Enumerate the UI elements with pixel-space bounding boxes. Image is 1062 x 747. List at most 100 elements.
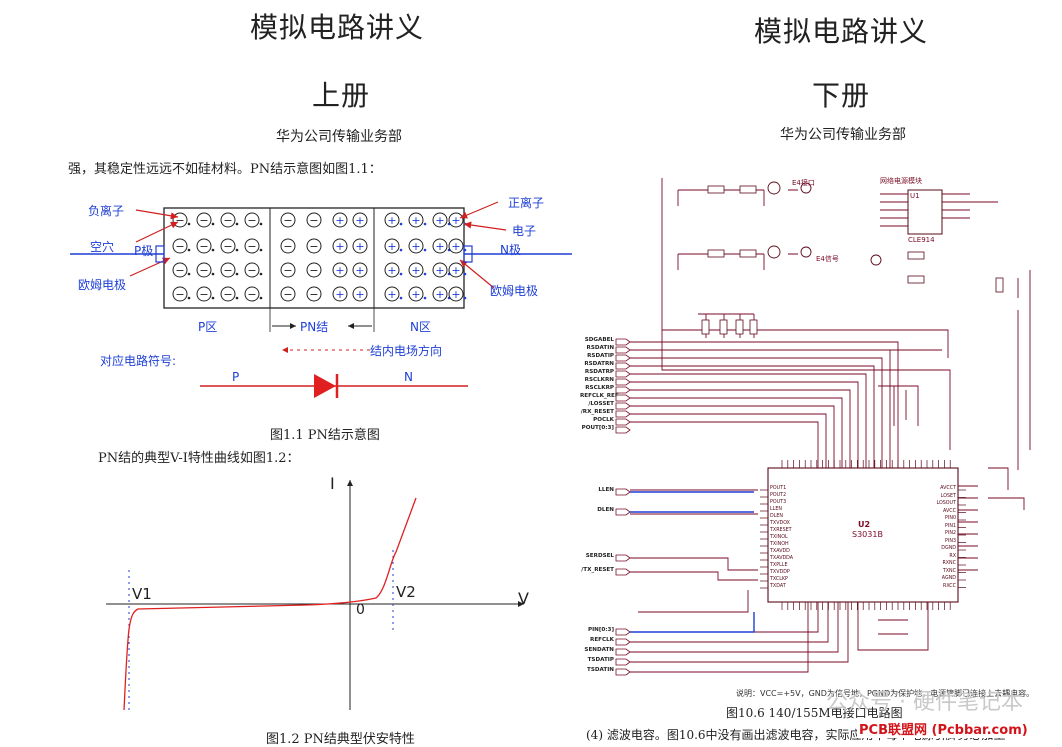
carrier-circle — [408, 286, 424, 302]
carrier-circle — [384, 286, 400, 302]
n-electrode — [463, 245, 473, 263]
electron-dot — [423, 296, 427, 300]
hole-dot — [259, 248, 263, 252]
negative-ion-mark: − — [175, 264, 184, 277]
ohmic-left-label: 欧姆电极 — [78, 278, 127, 292]
hole-dot — [187, 248, 191, 252]
hole-dot — [235, 296, 239, 300]
hole-arrow — [135, 221, 179, 243]
carrier-circle — [306, 238, 322, 254]
positive-ion-mark: + — [411, 214, 420, 227]
pn-junction-label: PN结 — [300, 320, 329, 334]
carrier-circle — [280, 238, 296, 254]
positive-ion-mark: + — [335, 214, 344, 227]
carrier-circle — [408, 262, 424, 278]
ohmic-right-arrow — [459, 259, 495, 289]
p-electrode — [155, 245, 165, 263]
left-volume: 上册 — [312, 79, 371, 112]
left_ports-port-label: RSCLKRN — [584, 377, 614, 383]
carrier-circle — [384, 238, 400, 254]
port-arrow — [615, 354, 631, 362]
carrier-circle — [448, 238, 464, 254]
port-arrow — [615, 338, 631, 346]
schematic-footnote: 说明：VCC=+5V，GND为信号地，PGND为保护地，电源管脚已连接上去耦电容… — [736, 689, 1035, 698]
chip-u2-part: S3031B — [852, 530, 883, 539]
carrier-circle — [432, 238, 448, 254]
chip-pin-left-label: TXPLLE — [770, 563, 788, 568]
lower_ports-port-label: SERDSEL — [585, 553, 614, 559]
chip-pin-left-label: TXAVDDA — [770, 556, 794, 561]
chip-pin-left-label: TXINOH — [770, 542, 789, 547]
chip-pin-right-label: PIN1 — [945, 523, 956, 529]
carrier-circle — [408, 238, 424, 254]
left_ports-port-label: RSDATIP — [587, 353, 614, 359]
electron-dot — [399, 296, 403, 300]
bottom_ports-port-label: REFCLK — [590, 637, 614, 643]
right-fig-caption: 图10.6 140/155M电接口电路图 — [726, 706, 903, 720]
carrier-circle — [172, 262, 188, 278]
hole-dot — [211, 248, 215, 252]
chip-pin-right-label: PIN3 — [945, 538, 956, 544]
negative-ion-mark: − — [223, 240, 232, 253]
carrier-circles: −−−−−−++++++−−−−−−++++++−−−−−−++++++−−−−… — [172, 212, 467, 302]
chip-u1-name: U1 — [910, 192, 920, 200]
hole-dot — [187, 272, 191, 276]
negative-ion-mark: − — [309, 240, 318, 253]
chip-u1-part: CLE914 — [908, 236, 935, 244]
chip-pin-right-label: AVCCT — [940, 486, 956, 491]
chip-pin-left-label: POUT1 — [770, 486, 787, 491]
chip-pin-left-label: TXVDDP — [770, 570, 790, 575]
negative-ion-mark: − — [247, 288, 256, 301]
carrier-circle — [244, 286, 260, 302]
port-arrow — [615, 638, 631, 646]
negative-ion-mark: − — [309, 264, 318, 277]
negative-ion-mark: − — [175, 214, 184, 227]
iv-intro-text: PN结的典型V-I特性曲线如图1.2： — [98, 451, 300, 466]
positive-ion-mark: + — [435, 288, 444, 301]
left_ports-port-label: REFCLK_REF — [580, 393, 619, 399]
pos-ion-arrow — [459, 201, 499, 219]
carrier-circle — [220, 262, 236, 278]
positive-ion-mark: + — [335, 264, 344, 277]
carrier-circle — [172, 286, 188, 302]
carrier-circle — [384, 212, 400, 228]
carrier-circle — [196, 262, 212, 278]
port-arrow — [615, 426, 631, 434]
v2-label: V2 — [396, 583, 416, 601]
positive-ion-mark: + — [451, 264, 460, 277]
positive-ion-mark: + — [335, 288, 344, 301]
hole-dot — [211, 296, 215, 300]
carrier-circle — [432, 212, 448, 228]
negative-ion-mark: − — [247, 214, 256, 227]
negative-ion-mark: − — [223, 264, 232, 277]
chip-pin-left-label: TXINOL — [770, 535, 788, 540]
port-arrow — [615, 508, 631, 516]
left_ports-port-label: RSCLKRP — [585, 385, 614, 391]
positive-ion-mark: + — [411, 264, 420, 277]
port-arrow — [615, 386, 631, 394]
left_ports-port-label: RSDATRP — [584, 369, 614, 375]
carrier-circle — [332, 212, 348, 228]
carrier-circle — [220, 238, 236, 254]
hole-dot — [187, 222, 191, 226]
right-department: 华为公司传输业务部 — [780, 127, 906, 143]
chip-pin-stubs — [760, 460, 966, 610]
port-arrow — [615, 568, 631, 576]
pos-ion-label: 正离子 — [508, 196, 545, 210]
iv-curve-chart — [106, 480, 524, 711]
positive-ion-mark: + — [387, 288, 396, 301]
port-arrow — [615, 418, 631, 426]
negative-ion-mark: − — [199, 214, 208, 227]
v1-label: V1 — [132, 585, 152, 603]
carrier-circle — [352, 238, 368, 254]
carrier-circle — [306, 286, 322, 302]
transformer-mid — [767, 245, 781, 259]
negative-ion-mark: − — [309, 288, 318, 301]
left_ports-port-label: /LOSSET — [588, 401, 614, 407]
power-module-note: 网络电源模块 — [880, 177, 922, 185]
positive-ion-mark: + — [451, 214, 460, 227]
negative-ion-mark: − — [283, 240, 292, 253]
chip-pin-right-label: DGND — [941, 546, 956, 551]
chip-pin-right-label: AGND — [941, 576, 956, 581]
carrier-circle — [432, 262, 448, 278]
